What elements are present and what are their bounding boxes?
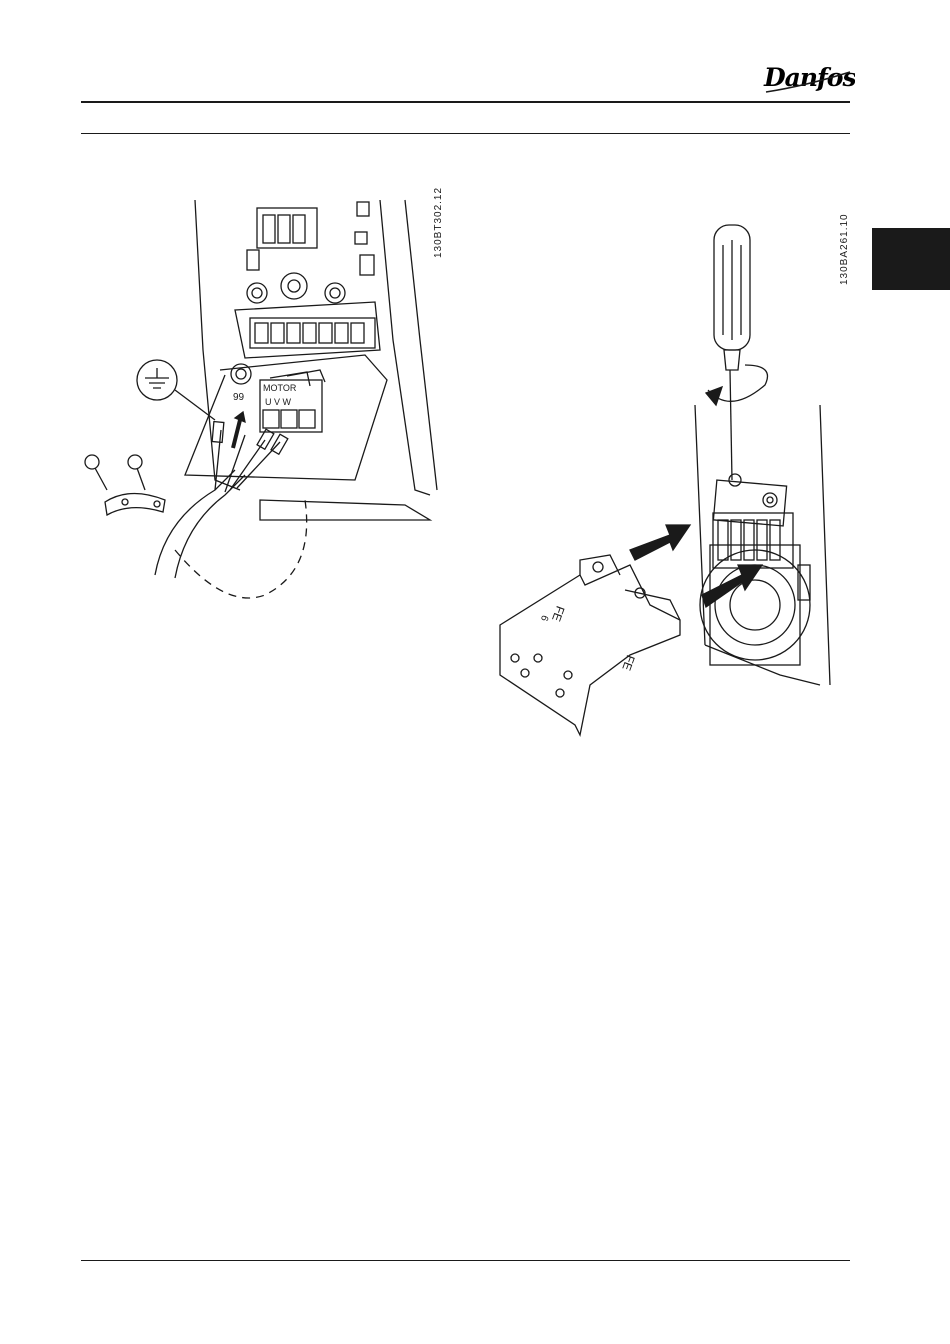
terminal-block-slots (718, 520, 780, 560)
svg-text:6: 6 (538, 614, 550, 623)
svg-text:FE: FE (549, 604, 567, 623)
svg-text:MOTOR: MOTOR (263, 383, 297, 393)
figure-id-left: 130BT302.12 (433, 187, 444, 258)
motor-wiring-illustration: 99 MOTOR U V W (75, 190, 460, 610)
svg-text:U V W: U V W (265, 397, 292, 407)
mounting-plate-illustration: FE 6 FE (480, 215, 860, 740)
svg-text:99: 99 (233, 392, 245, 403)
svg-text:Danfoss: Danfoss (763, 63, 855, 92)
figure-id-right: 130BA261.10 (839, 213, 850, 285)
header-subrule (81, 133, 850, 134)
footer-rule (81, 1260, 850, 1261)
danfoss-logo: Danfoss (760, 56, 855, 98)
section-tab-marker (872, 228, 950, 290)
terminal-strip-slots (255, 323, 364, 343)
svg-text:FE: FE (619, 653, 637, 672)
header-rule (81, 101, 850, 103)
